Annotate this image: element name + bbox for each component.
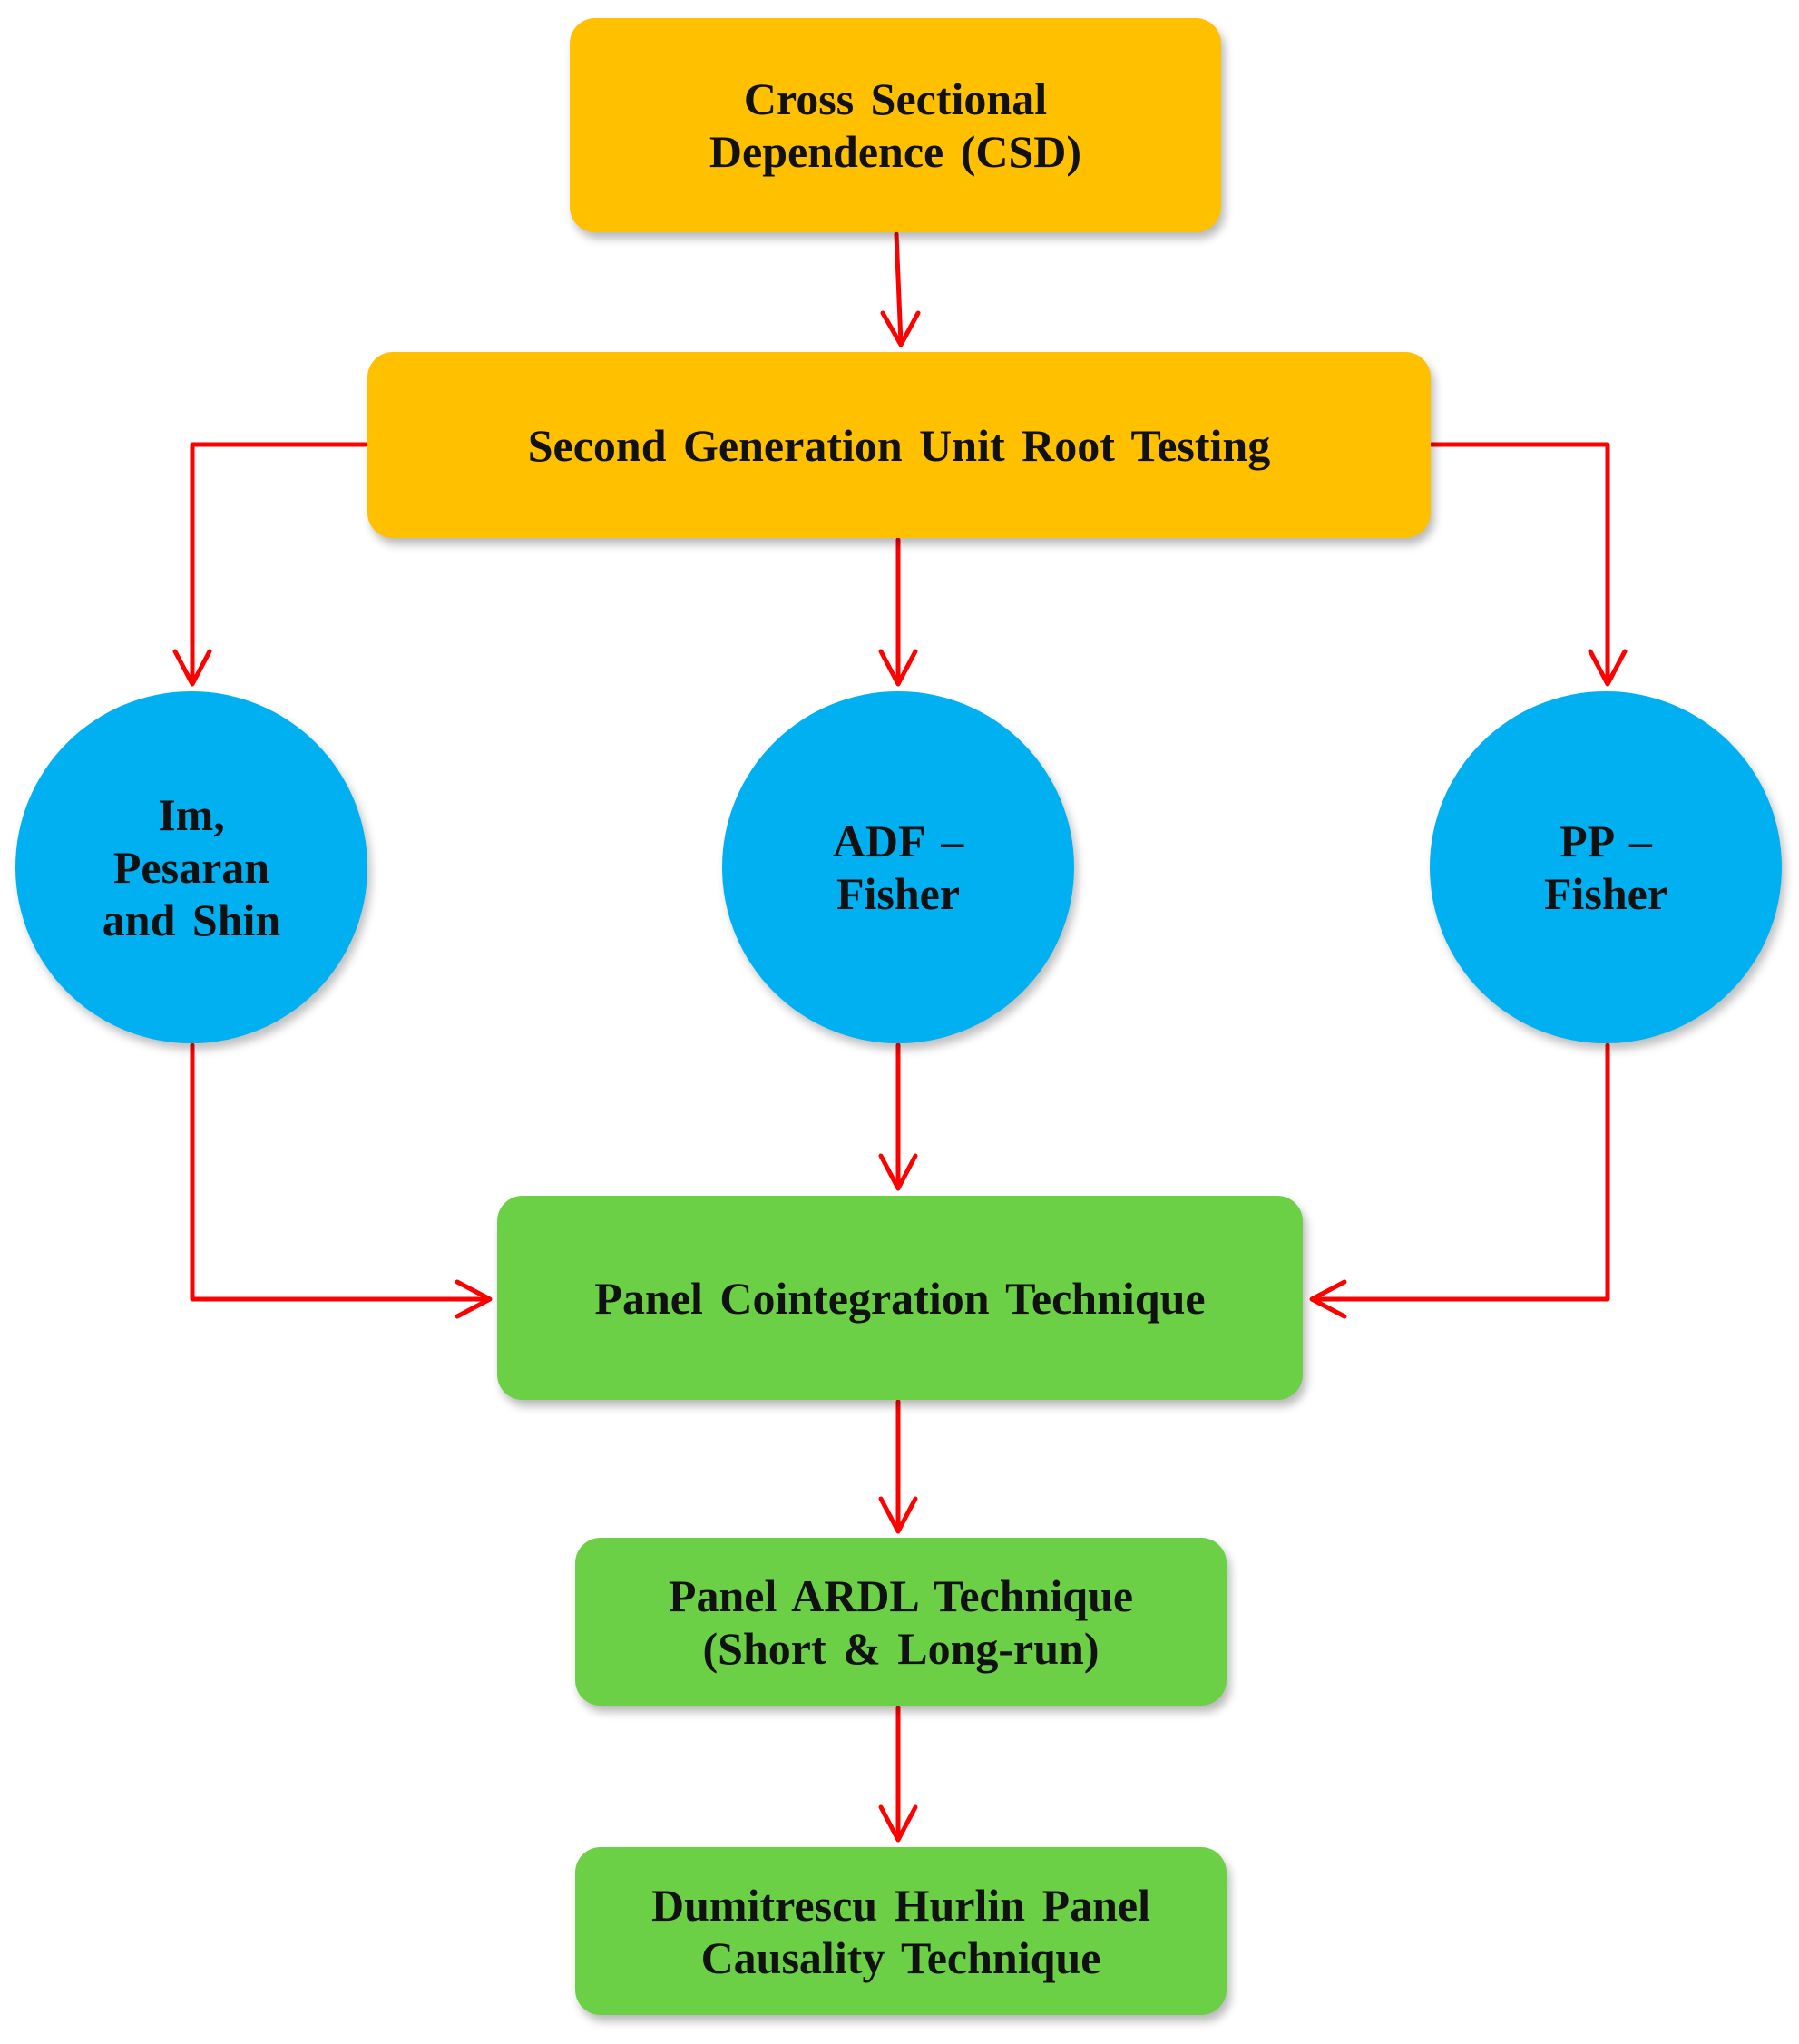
panel-coint-label: Panel Cointegration Technique xyxy=(594,1272,1206,1324)
csd-box: Cross Sectional Dependence (CSD) xyxy=(570,18,1221,232)
arrow-second-gen-to-pp xyxy=(1429,442,1610,685)
pp-label: PP – Fisher xyxy=(1543,816,1668,919)
ips-label: Im, Pesaran and Shin xyxy=(102,789,281,945)
panel-ardl-box: Panel ARDL Technique (Short & Long-run) xyxy=(575,1538,1227,1706)
arrow-pp-to-panel-coint xyxy=(1311,1042,1610,1302)
second-gen-box: Second Generation Unit Root Testing xyxy=(367,352,1431,538)
arrowhead-second-gen-to-pp xyxy=(1588,649,1628,687)
arrow-second-gen-to-ips xyxy=(190,442,368,685)
arrowhead-second-gen-to-ips xyxy=(172,649,212,687)
ips-circle: Im, Pesaran and Shin xyxy=(15,691,367,1043)
arrow-ips-to-panel-coint xyxy=(190,1042,491,1302)
second-gen-label: Second Generation Unit Root Testing xyxy=(527,419,1271,471)
panel-coint-box: Panel Cointegration Technique xyxy=(497,1196,1303,1400)
panel-ardl-label: Panel ARDL Technique (Short & Long-run) xyxy=(668,1570,1134,1674)
pp-circle: PP – Fisher xyxy=(1430,691,1782,1043)
adf-label: ADF – Fisher xyxy=(832,816,964,919)
arrow-csd-to-second-gen xyxy=(894,231,904,346)
arrowhead-pp-to-panel-coint xyxy=(1309,1279,1347,1319)
arrowhead-second-gen-to-adf xyxy=(878,649,918,687)
dh-causality-label: Dumitrescu Hurlin Panel Causality Techni… xyxy=(651,1879,1150,1983)
arrowhead-adf-to-panel-coint xyxy=(878,1153,918,1191)
dh-causality-box: Dumitrescu Hurlin Panel Causality Techni… xyxy=(575,1847,1227,2015)
arrowhead-csd-to-second-gen xyxy=(880,310,921,347)
arrowhead-panel-coint-to-ardl xyxy=(878,1496,918,1534)
arrowhead-ardl-to-dh xyxy=(878,1804,918,1843)
adf-circle: ADF – Fisher xyxy=(722,691,1074,1043)
arrowhead-ips-to-panel-coint xyxy=(455,1279,493,1319)
csd-label: Cross Sectional Dependence (CSD) xyxy=(709,73,1082,177)
